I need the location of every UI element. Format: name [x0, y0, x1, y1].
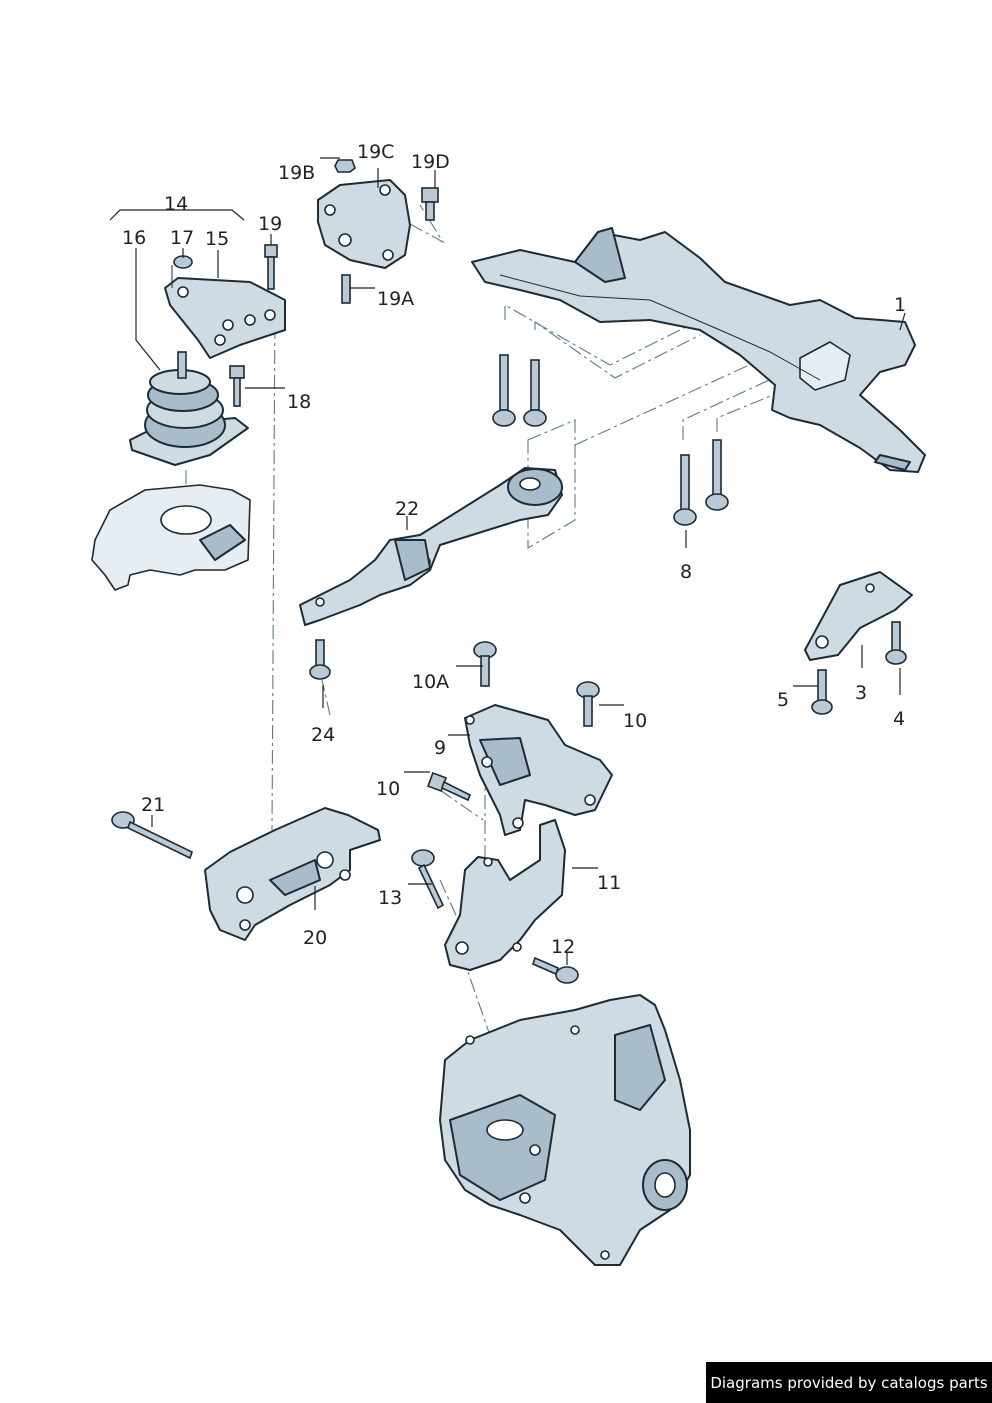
bolts-part-10 — [427, 641, 600, 802]
label-16: 16 — [122, 227, 146, 249]
cover-plate-part-19C — [317, 159, 439, 304]
subframe-part-1 — [471, 227, 926, 473]
label-10A: 10A — [412, 671, 449, 693]
label-19C: 19C — [357, 141, 394, 163]
label-10-lower: 10 — [376, 778, 400, 800]
label-10-upper: 10 — [623, 710, 647, 732]
label-9: 9 — [434, 737, 446, 759]
label-4: 4 — [893, 708, 905, 730]
label-24: 24 — [311, 724, 335, 746]
label-19A: 19A — [377, 288, 414, 310]
bolt-part-18 — [229, 365, 245, 407]
bolts-part-8 — [492, 354, 729, 526]
label-19B: 19B — [278, 162, 315, 184]
bolts-part-12-13 — [411, 849, 579, 984]
engine-mount-part-16 — [129, 351, 249, 466]
label-1: 1 — [894, 294, 906, 316]
gearbox-mount-part-9 — [464, 704, 613, 836]
label-19D: 19D — [411, 151, 450, 173]
transmission-bracket-part-11 — [444, 819, 566, 971]
label-15: 15 — [205, 228, 229, 250]
torque-rod-part-22 — [299, 467, 563, 626]
bolt-part-21 — [111, 811, 193, 860]
label-14: 14 — [164, 193, 188, 215]
part-labels: 1 3 4 5 8 9 10 10 10A 11 12 13 14 15 16 … — [122, 141, 906, 958]
label-19: 19 — [258, 213, 282, 235]
bracket-part-15 — [164, 255, 286, 359]
label-3: 3 — [855, 682, 867, 704]
label-18: 18 — [287, 391, 311, 413]
heat-shield — [91, 484, 251, 591]
label-12: 12 — [551, 936, 575, 958]
label-22: 22 — [395, 498, 419, 520]
bolt-part-24 — [309, 639, 331, 680]
label-11: 11 — [597, 872, 621, 894]
label-21: 21 — [141, 794, 165, 816]
label-20: 20 — [303, 927, 327, 949]
bracket-part-20 — [204, 807, 381, 941]
label-8: 8 — [680, 561, 692, 583]
label-17: 17 — [170, 227, 194, 249]
credit-banner: Diagrams provided by catalogs parts — [706, 1362, 992, 1403]
bolt-part-19 — [264, 244, 278, 290]
label-5: 5 — [777, 689, 789, 711]
label-13: 13 — [378, 887, 402, 909]
gearbox — [439, 994, 691, 1266]
bracket-part-3 — [804, 571, 913, 715]
leader-lines — [109, 157, 906, 965]
